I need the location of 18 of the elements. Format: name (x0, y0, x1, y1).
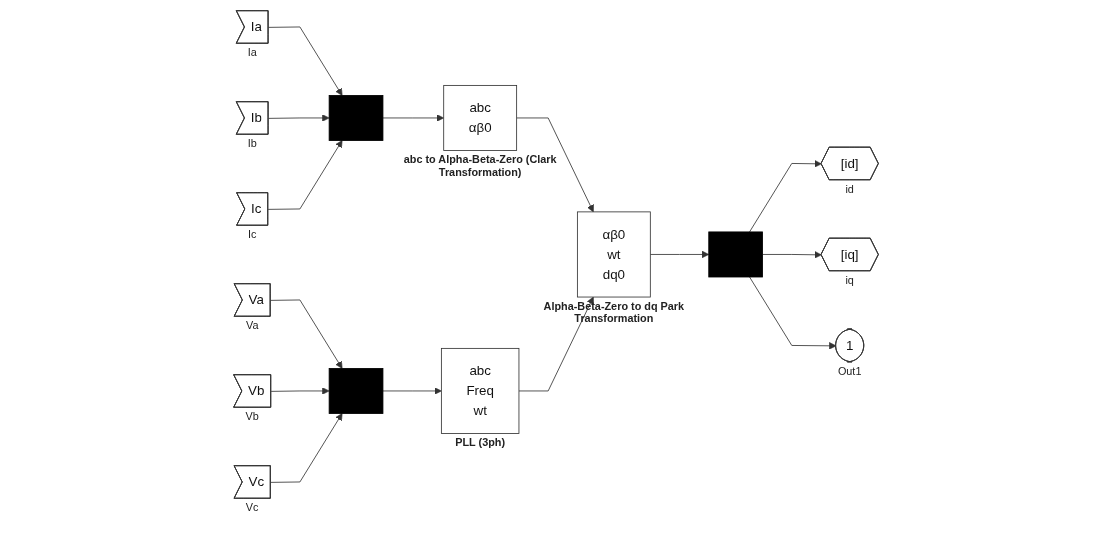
block-caption: id (845, 182, 854, 195)
block-caption: Ia (247, 45, 257, 59)
block-caption: Out1 (837, 364, 862, 377)
node-bar (328, 95, 384, 141)
block-caption: Ib (247, 136, 257, 150)
block-caption: Vb (245, 409, 259, 423)
block-caption: Va (245, 318, 259, 332)
node-box: abc αβ0 (443, 85, 518, 151)
node-box: abc Freq wt (440, 347, 520, 434)
block-caption: abc to Alpha-Beta-Zero (Clark Transformation) (402, 153, 558, 179)
node-bar (328, 368, 384, 414)
block-caption: PLL (3ph) (455, 436, 506, 449)
node-bar (708, 231, 763, 278)
block-caption: Alpha-Beta-Zero to dq Park Transformation (542, 299, 686, 325)
block-caption: Vc (245, 500, 259, 514)
block-caption: iq (845, 273, 854, 286)
node-box: αβ0 wt dq0 (576, 211, 651, 298)
block-caption: Ic (247, 227, 257, 241)
